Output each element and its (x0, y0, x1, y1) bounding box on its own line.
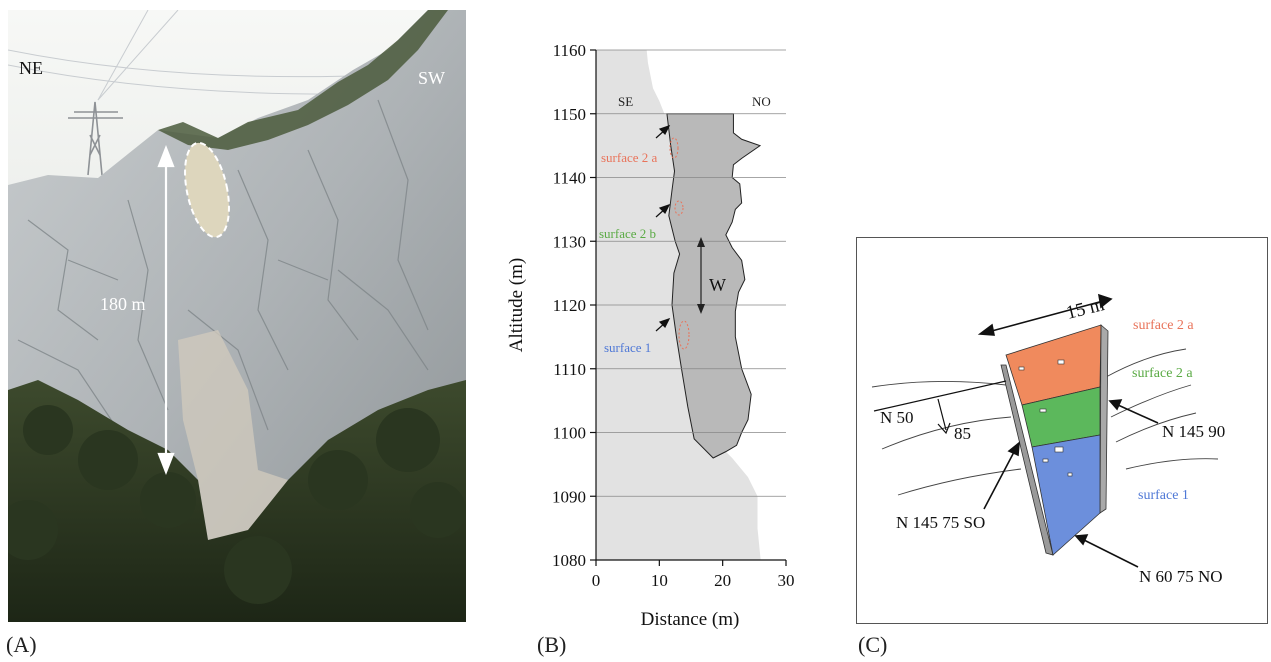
ridge-trees (158, 10, 448, 150)
width-marker-label: W (709, 275, 726, 295)
x-tick-label-0: 0 (592, 571, 601, 590)
x-axis-title: Distance (m) (641, 609, 740, 630)
scree (178, 330, 288, 540)
y-tick-label-1120: 1120 (553, 296, 586, 315)
panel-b-label: (B) (537, 632, 567, 657)
height-arrow (157, 144, 175, 476)
panel-c-label: (C) (858, 632, 888, 657)
pointer-arrows (655, 124, 671, 332)
block-diagram-panel: 15 m surface 2 a surface 2 a surface 1 N… (856, 237, 1268, 624)
pylon (68, 101, 123, 176)
direction-ne-label: NE (19, 58, 43, 78)
y-tick-label-1100: 1100 (553, 424, 586, 443)
y-tick-label-1090: 1090 (552, 487, 586, 506)
x-tick-label-10: 10 (651, 571, 668, 590)
dip-85-label: 85 (954, 424, 971, 443)
se-label: SE (618, 94, 633, 109)
orientation-n145-75-so-label: N 145 75 SO (896, 513, 985, 532)
label-arrows (983, 399, 1159, 568)
surface-2a-marker (669, 137, 679, 159)
height-label: 180 m (100, 294, 146, 314)
surface-2b-marker (674, 200, 684, 216)
tree-clusters (8, 405, 466, 604)
y-tick-label-1080: 1080 (552, 551, 586, 570)
y-tick-label-1140: 1140 (553, 169, 586, 188)
y-axis-title: Altitude (m) (506, 258, 527, 352)
photo-panel: NE SW 180 m (8, 10, 466, 622)
no-label: NO (752, 94, 771, 109)
face-details (1018, 359, 1073, 477)
width-marker-arrow-bottom (697, 304, 705, 314)
x-tick-label-30: 30 (778, 571, 795, 590)
y-tick-label-1160: 1160 (553, 41, 586, 60)
cliff-photo (8, 10, 466, 622)
surface-2a-top-label: surface 2 a (1133, 318, 1194, 333)
panel-a-label: (A) (6, 632, 37, 657)
axis-layer: 1080 1090 1100 1110 1120 1130 1140 1150 1160 0 10 2… (552, 41, 795, 590)
surface-1-label: surface 1 (1138, 488, 1189, 503)
block-diagram: 15 m surface 2 a surface 2 a surface 1 N… (856, 237, 1268, 624)
profile-chart: 1080 1090 1100 1110 1120 1130 1140 1150 1160 0 10 2… (490, 30, 810, 645)
annotation-layer: W surface 2 a surface 2 b surface 1 SE N… (599, 94, 771, 355)
y-tick-label-1110: 1110 (553, 360, 586, 379)
surface-2b-label: surface 2 b (599, 226, 656, 241)
orientation-n50-label: N 50 (880, 408, 914, 427)
surface-1-marker (678, 320, 690, 350)
contour-lines (871, 348, 1219, 496)
rock-texture (17, 99, 429, 431)
y-tick-label-1150: 1150 (553, 105, 586, 124)
direction-sw-label: SW (418, 68, 445, 88)
slab-face-surface-1 (1031, 434, 1101, 556)
width-marker-arrow-top (697, 237, 705, 247)
orientation-n60-75-no-label: N 60 75 NO (1139, 567, 1223, 586)
orientation-n145-90-label: N 145 90 (1162, 422, 1225, 441)
surface-1-label: surface 1 (604, 340, 651, 355)
x-tick-label-20: 20 (714, 571, 731, 590)
y-tick-label-1130: 1130 (553, 232, 586, 251)
rupture-scar-outline (184, 141, 230, 239)
surface-2a-lower-label: surface 2 a (1132, 366, 1193, 381)
strike-dip-symbol (873, 380, 1007, 435)
surface-2a-label: surface 2 a (601, 150, 658, 165)
profile-chart-svg: 1080 1090 1100 1110 1120 1130 1140 1150 1160 0 10 2… (506, 41, 795, 630)
width-arrow (977, 293, 1113, 336)
